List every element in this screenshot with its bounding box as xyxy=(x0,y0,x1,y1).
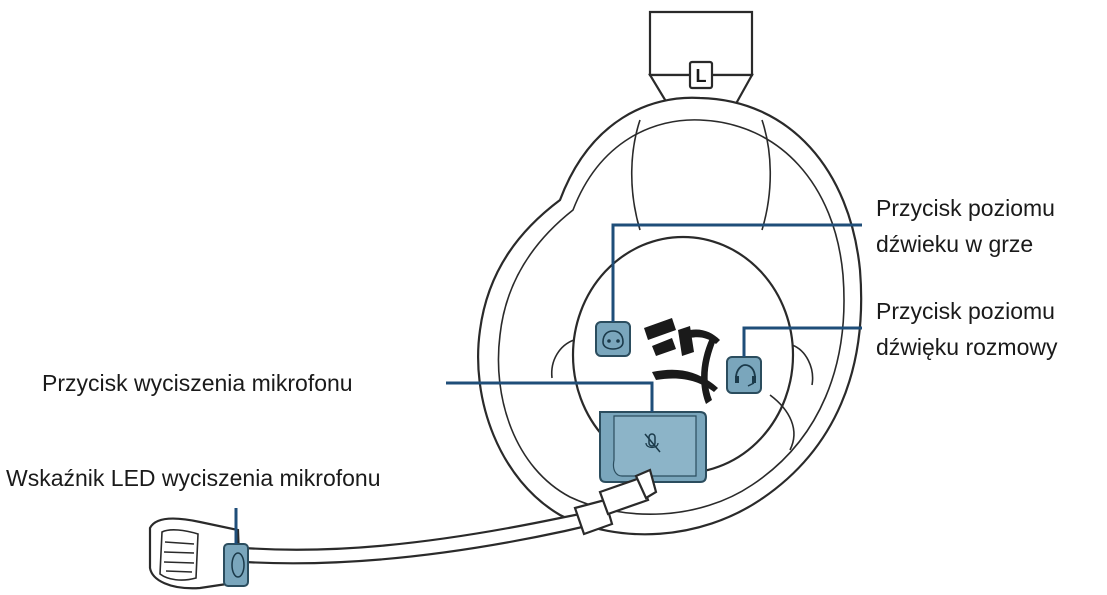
callout-mic-led: Wskaźnik LED wyciszenia mikrofonu xyxy=(6,465,381,491)
callout-line-game-volume xyxy=(611,223,862,322)
hyperx-logo-icon xyxy=(644,318,720,404)
game-volume-button[interactable] xyxy=(595,321,631,357)
game-volume-icon xyxy=(602,330,624,350)
callout-mic-mute: Przycisk wyciszenia mikrofonu xyxy=(42,370,353,396)
chat-volume-button[interactable] xyxy=(726,356,762,394)
callout-game-volume-line1: Przycisk poziomu xyxy=(876,195,1055,221)
microphone-boom xyxy=(243,468,658,565)
callout-line-mic-mute xyxy=(446,381,654,412)
headband-letter: L xyxy=(696,66,707,86)
callout-line-chat-volume xyxy=(742,326,862,357)
mic-mute-button[interactable] xyxy=(599,411,707,483)
chat-volume-icon xyxy=(735,364,756,387)
mic-led-indicator xyxy=(223,543,249,587)
mic-mute-icon xyxy=(644,433,661,453)
callout-chat-volume-line1: Przycisk poziomu xyxy=(876,298,1055,324)
callout-lines xyxy=(234,223,862,544)
callout-chat-volume-line2: dźwięku rozmowy xyxy=(876,334,1058,360)
callout-game-volume-line2: dźwieku w grze xyxy=(876,231,1034,257)
